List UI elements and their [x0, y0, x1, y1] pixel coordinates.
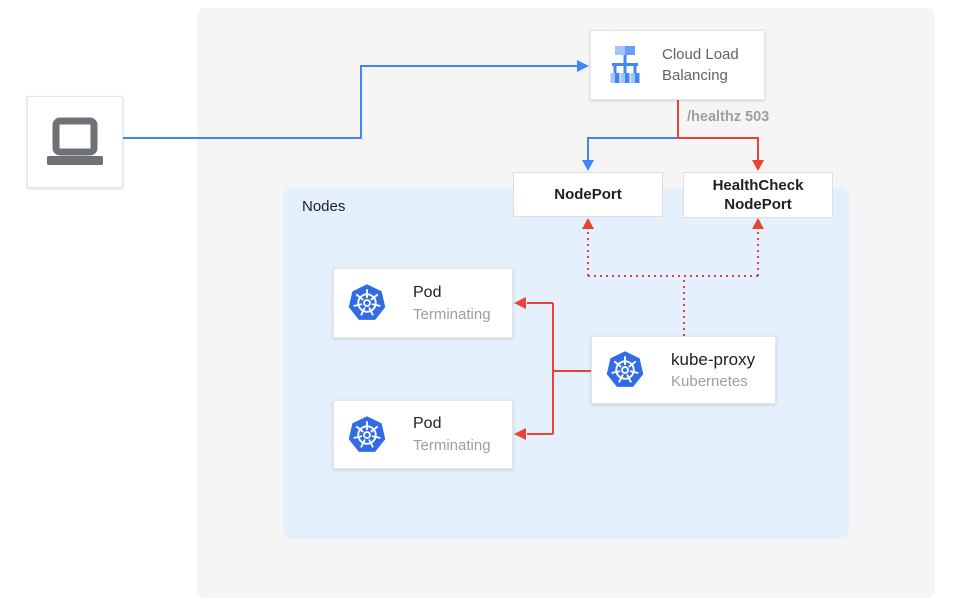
pod-title: Pod [413, 415, 442, 432]
kubeproxy-to-pod1-arrowhead [514, 297, 526, 309]
pod-status: Terminating [413, 305, 491, 323]
kube-proxy-box: kube-proxy Kubernetes [591, 336, 776, 404]
client-to-clb-line [123, 65, 577, 139]
pod-box-1: Pod Terminating [333, 268, 513, 338]
clb-to-healthcheck-arrowhead [752, 160, 764, 171]
healthcheck-nodeport-label: HealthCheck NodePort [712, 177, 804, 213]
clb-to-nodeport-arrowhead [582, 160, 594, 171]
kubernetes-icon [606, 351, 644, 387]
pod-title: Pod [413, 283, 442, 301]
kubeproxy-to-healthcheck-arrowhead [752, 218, 764, 229]
nodes-label: Nodes [302, 198, 346, 215]
kubernetes-icon [348, 284, 386, 320]
kube-proxy-text: kube-proxy Kubernetes [671, 349, 755, 392]
pod-box-2: Pod Terminating [333, 400, 513, 469]
healthcheck-nodeport-box: HealthCheck NodePort [683, 172, 833, 218]
kubeproxy-to-nodeport-arrowhead [582, 218, 594, 229]
kubeproxy-to-pods-line [527, 302, 591, 435]
pod-text: Pod Terminating [413, 413, 491, 456]
kubeproxy-to-pod2-arrowhead [514, 428, 526, 440]
client-laptop-box [27, 96, 123, 188]
kube-proxy-title: kube-proxy [671, 349, 756, 369]
kube-proxy-subtitle: Kubernetes [671, 372, 748, 390]
healthz-status-label: /healthz 503 [687, 109, 770, 125]
cloud-load-balancing-box: Cloud Load Balancing [590, 30, 765, 100]
client-to-clb-arrowhead [577, 60, 589, 72]
clb-to-healthcheck-line [677, 137, 759, 160]
laptop-icon [47, 117, 103, 165]
nodeport-label: NodePort [554, 186, 622, 203]
pod-status: Terminating [413, 437, 491, 454]
kubeproxy-to-ports-dotted-line [587, 230, 759, 336]
clb-to-nodeport-line [587, 137, 678, 160]
nodeport-box: NodePort [513, 172, 663, 217]
pod-text: Pod Terminating [413, 282, 491, 325]
cloud-load-balancing-icon [610, 46, 640, 83]
clb-title: Cloud Load Balancing [662, 46, 739, 84]
kubernetes-icon [348, 415, 386, 452]
